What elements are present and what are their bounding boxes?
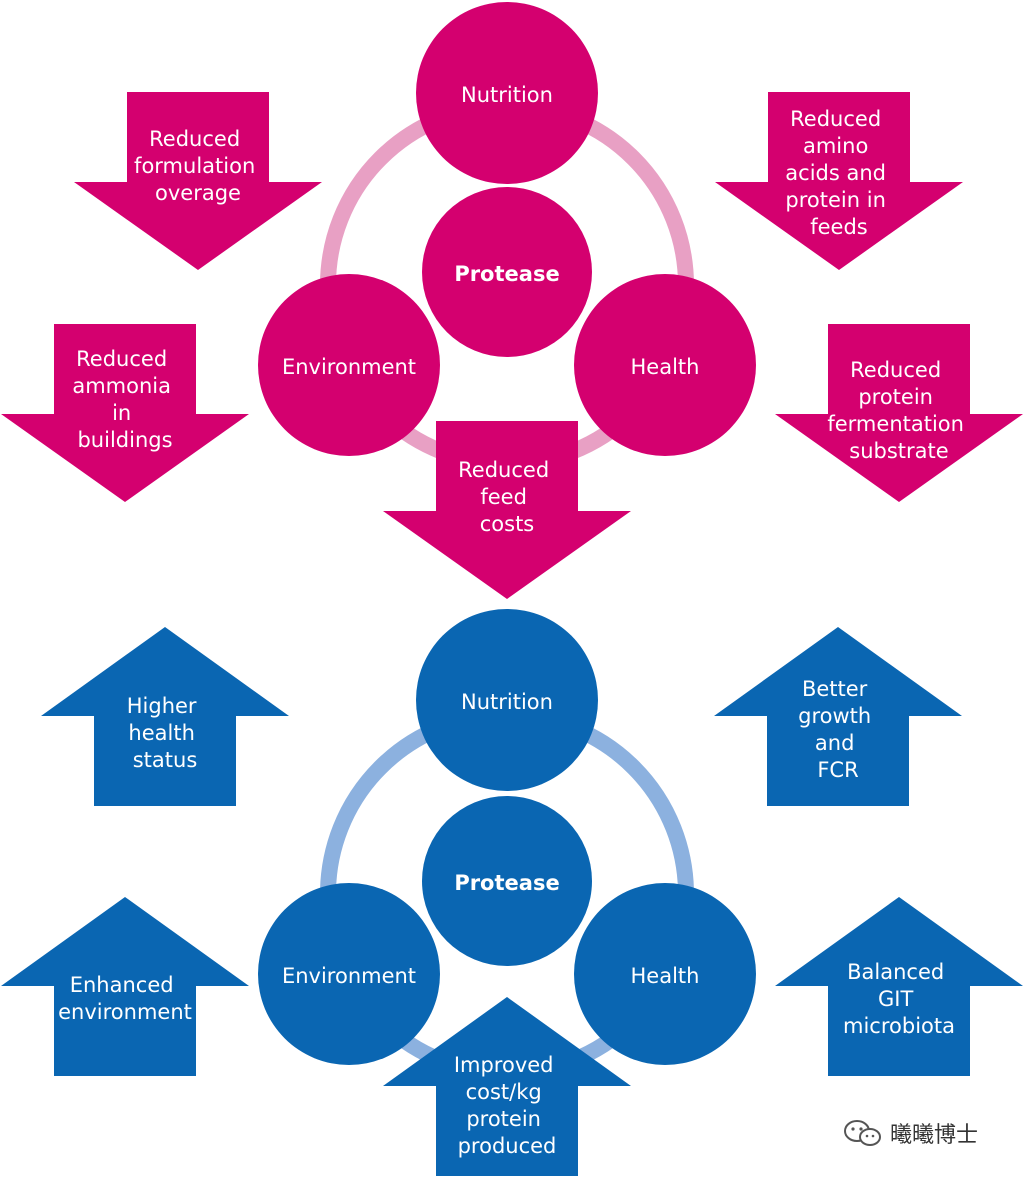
arrow-line: protein in	[785, 188, 885, 212]
arrow-line: growth	[798, 704, 871, 728]
circle-label: Environment	[282, 355, 416, 379]
svg-text:Reduced formulation: Reduced formulation overage	[134, 127, 262, 205]
watermark-text: 曦曦博士	[890, 1123, 979, 1148]
mid-left-up-arrow: Enhanced environment	[1, 897, 249, 1076]
circle-label: Protease	[454, 871, 559, 895]
arrow-line: protein	[466, 1107, 541, 1131]
svg-text:Reduced amino: Reduced amino acids and protein in feeds	[785, 107, 892, 239]
center-down-arrow: Reduced feed costs	[383, 421, 631, 599]
top-diagram: Reduced formulation overage Reduced amin…	[1, 2, 1023, 599]
arrow-line: acids and	[785, 161, 886, 185]
arrow-line: cost/kg	[466, 1080, 542, 1104]
mid-left-down-arrow: Reduced ammonia in buildings	[1, 324, 249, 502]
arrow-line: and	[815, 731, 855, 755]
circle-label: Nutrition	[461, 83, 553, 107]
top-right-up-arrow: Better growth and FCR	[714, 627, 962, 806]
arrow-line: Reduced	[76, 347, 167, 371]
svg-text:Enhanced environment: Enhanced environment	[58, 973, 192, 1024]
top-circle-environment: Environment	[258, 274, 440, 456]
arrow-line: protein	[858, 385, 933, 409]
arrow-line: buildings	[77, 428, 172, 452]
arrow-line: in	[112, 401, 131, 425]
circle-label: Protease	[454, 262, 559, 286]
arrow-line: overage	[155, 181, 241, 205]
arrow-line: Reduced	[790, 107, 881, 131]
bottom-circle-nutrition: Nutrition	[416, 609, 598, 791]
arrow-line: health	[128, 721, 194, 745]
top-left-up-arrow: Higher health status	[41, 627, 289, 806]
circle-label: Health	[631, 355, 700, 379]
svg-text:Reduced protein: Reduced protein fermentation substrate	[827, 358, 970, 463]
arrow-line: Reduced	[458, 458, 549, 482]
svg-text:Balanced GIT m: Balanced GIT microbiota	[843, 960, 955, 1038]
arrow-line: produced	[458, 1134, 557, 1158]
mid-right-up-arrow: Balanced GIT microbiota	[775, 897, 1023, 1076]
svg-text:Better growth: Better growth and FCR	[798, 677, 878, 782]
bottom-diagram: Higher health status Better growth and F…	[1, 609, 1023, 1176]
circle-label: Environment	[282, 964, 416, 988]
arrow-line: feeds	[810, 215, 868, 239]
arrow-line: Higher	[127, 694, 197, 718]
arrow-line: Balanced	[847, 960, 944, 984]
arrow-line: feed	[480, 485, 527, 509]
arrow-line: Improved	[454, 1053, 554, 1077]
arrow-line: substrate	[849, 439, 948, 463]
wechat-icon	[844, 1120, 881, 1146]
svg-text:Higher health: Higher health status	[127, 694, 204, 772]
arrow-line: GIT	[878, 987, 913, 1011]
circle-label: Health	[631, 964, 700, 988]
top-circle-protease: Protease	[422, 187, 592, 357]
svg-text:Reduced feed c: Reduced feed costs	[458, 458, 556, 536]
mid-right-down-arrow: Reduced protein fermentation substrate	[775, 324, 1023, 502]
arrow-line: Reduced	[850, 358, 941, 382]
svg-text:Reduced ammonia: Reduced ammonia in buildings	[72, 347, 177, 452]
circle-label: Nutrition	[461, 690, 553, 714]
arrow-line: Reduced	[149, 127, 240, 151]
arrow-line: ammonia	[72, 374, 171, 398]
svg-text:Improved cost/kg: Improved cost/kg protein produced	[454, 1053, 560, 1158]
arrow-line: formulation	[134, 154, 255, 178]
arrow-line: status	[133, 748, 198, 772]
watermark: 曦曦博士	[842, 1118, 978, 1148]
arrow-line: costs	[480, 512, 535, 536]
arrow-line: FCR	[817, 758, 858, 782]
bottom-circle-health: Health	[574, 883, 756, 1065]
arrow-line: amino	[803, 134, 868, 158]
top-circle-nutrition: Nutrition	[416, 2, 598, 184]
top-left-down-arrow: Reduced formulation overage	[74, 92, 322, 270]
arrow-line: Better	[802, 677, 868, 701]
arrow-line: environment	[58, 1000, 192, 1024]
bottom-circle-protease: Protease	[422, 796, 592, 966]
bottom-circle-environment: Environment	[258, 883, 440, 1065]
arrow-line: microbiota	[843, 1014, 955, 1038]
arrow-line: Enhanced	[70, 973, 174, 997]
center-up-arrow: Improved cost/kg protein produced	[383, 997, 631, 1176]
top-circle-health: Health	[574, 274, 756, 456]
arrow-line: fermentation	[827, 412, 964, 436]
top-right-down-arrow: Reduced amino acids and protein in feeds	[715, 92, 963, 270]
